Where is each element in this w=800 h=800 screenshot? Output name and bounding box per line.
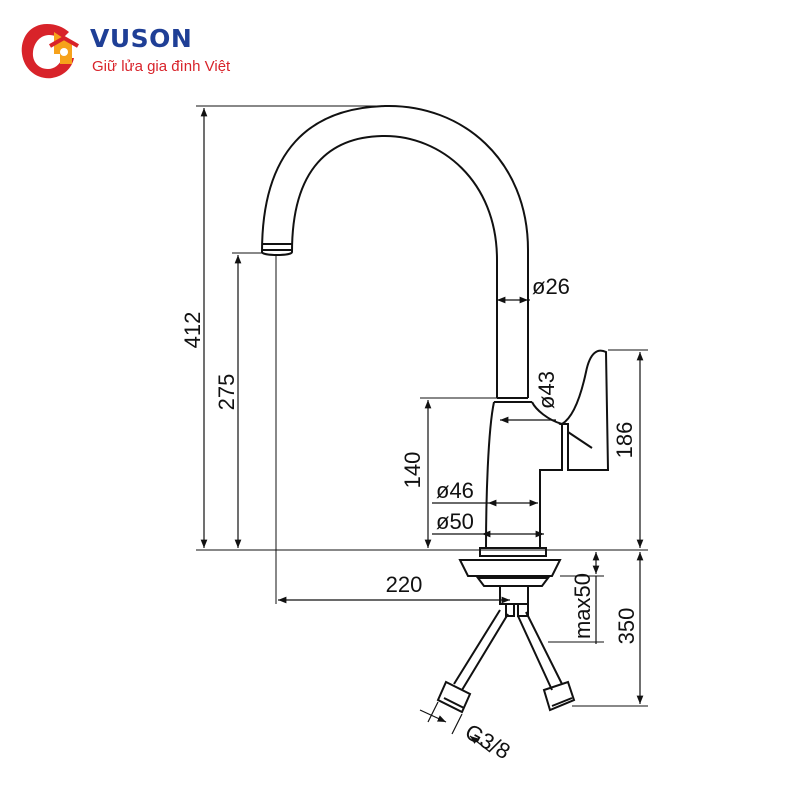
brand-name: VUSON [90, 24, 193, 53]
flame-house-icon [21, 24, 79, 79]
dim-thread-b [469, 735, 491, 753]
dimension-lines [196, 105, 648, 707]
lever-handle [558, 349, 610, 471]
spout-inner [291, 134, 498, 398]
shank-fitting-left [505, 604, 515, 617]
label-spout-diameter: ø26 [532, 274, 570, 299]
label-lever-height: 186 [612, 422, 637, 459]
label-total-height: 412 [180, 312, 205, 349]
neck-ring [494, 397, 532, 403]
label-spout-reach: 220 [386, 572, 423, 597]
label-base-diameter: ø50 [436, 509, 474, 534]
dim-thread-a [419, 709, 447, 723]
dimension-arrows [200, 108, 644, 753]
brand-slogan: Giữ lửa gia đình Việt [92, 58, 231, 75]
label-body-diameter: ø46 [436, 478, 474, 503]
label-max-deck: max50 [570, 573, 595, 639]
faucet-body [484, 401, 563, 549]
dim-thread-ext-b [451, 713, 463, 735]
label-thread: G3/8 [461, 719, 515, 765]
deck-nut [458, 559, 562, 577]
shank-fitting-right [517, 604, 529, 617]
spout-tip [261, 243, 293, 256]
lever-joint [567, 431, 593, 449]
hose-right [517, 611, 563, 691]
hose-left [453, 609, 509, 691]
hose-end-right [542, 680, 576, 712]
dim-thread-ext-a [427, 701, 439, 723]
base-flange [479, 547, 547, 557]
brand-logo: VUSON Giữ lửa gia đình Việt [14, 14, 274, 84]
shank [499, 586, 529, 605]
label-body-height: 140 [400, 452, 425, 489]
spout-outer [261, 104, 529, 398]
label-spout-height: 275 [214, 374, 239, 411]
faucet-outline [261, 104, 610, 714]
lock-plate [476, 577, 550, 587]
label-hose-length: 350 [614, 608, 639, 645]
label-neck-diameter: ø43 [534, 371, 559, 409]
hose-end-left [436, 680, 472, 714]
